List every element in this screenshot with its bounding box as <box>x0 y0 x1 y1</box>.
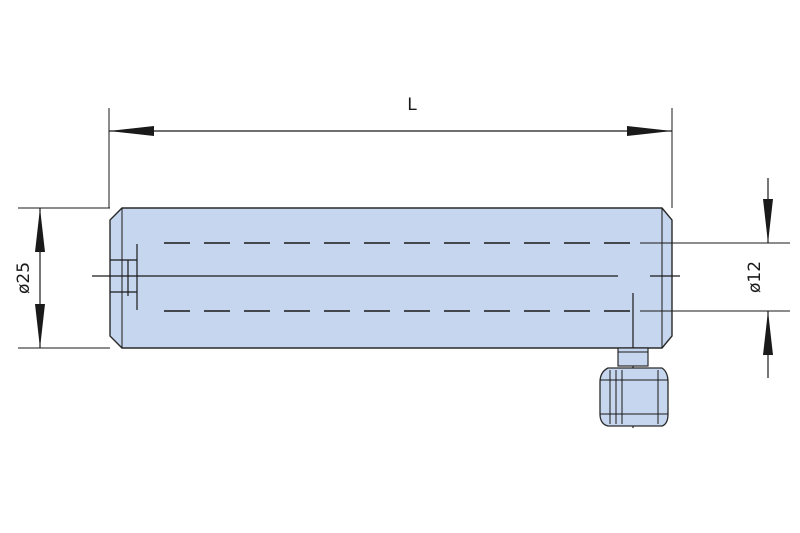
cylinder-body <box>109 207 673 349</box>
outer-diameter-arrow-bottom <box>35 304 45 348</box>
inner-diameter-dimension: ø12 <box>640 178 790 378</box>
left-end-detail <box>110 244 138 310</box>
length-dimension: L <box>108 95 673 208</box>
cylinder-outline <box>109 207 673 349</box>
outer-diameter-dimension: ø25 <box>14 207 110 349</box>
cable-connector-icon <box>599 347 669 427</box>
length-arrow-right <box>627 126 672 136</box>
connector-neck <box>617 347 649 367</box>
length-label: L <box>407 95 417 115</box>
inner-diameter-arrow-bottom <box>763 311 773 355</box>
outer-diameter-arrow-top <box>35 208 45 252</box>
length-arrow-left <box>109 126 154 136</box>
outer-diameter-label: ø25 <box>14 262 34 294</box>
inner-diameter-arrow-top <box>763 199 773 243</box>
inner-diameter-label: ø12 <box>745 261 765 293</box>
connector-gland <box>599 367 669 427</box>
